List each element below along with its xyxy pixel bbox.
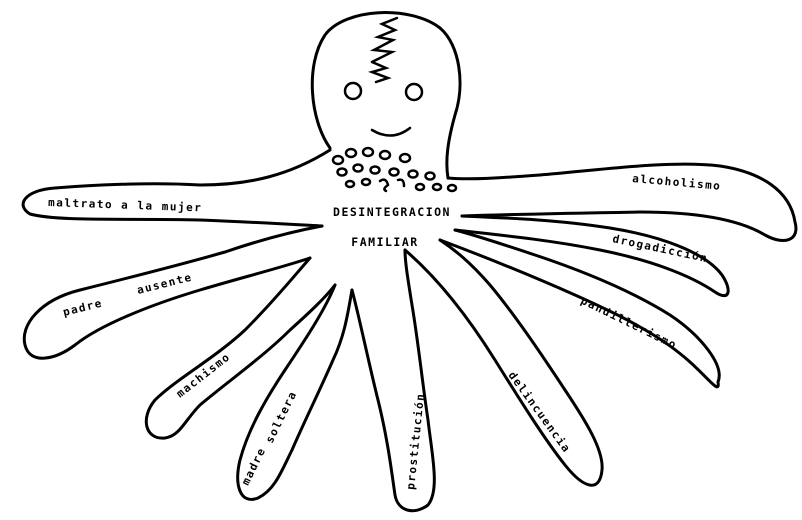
tentacle-padre-ausente <box>24 226 322 358</box>
label-padre: padre <box>62 296 105 318</box>
octopus-hair <box>372 18 397 82</box>
suction-cups <box>333 148 456 191</box>
tentacle-prostitucion <box>352 250 434 511</box>
label-delincuencia: delincuencia <box>506 369 574 456</box>
label-pandillerismo: pandillerismo <box>579 294 680 352</box>
label-machismo: machismo <box>174 350 233 400</box>
label-maltrato: maltrato a la mujer <box>48 196 203 214</box>
center-label-line1: DESINTEGRACION <box>333 205 451 219</box>
right-eye <box>406 84 422 100</box>
left-eye <box>345 83 361 99</box>
label-prostitucion: prostitución <box>404 392 427 490</box>
center-label-line2: FAMILIAR <box>351 235 418 249</box>
octopus-mouth <box>372 128 410 136</box>
label-alcoholismo: alcoholismo <box>632 172 722 193</box>
tentacle-maltrato <box>23 150 330 226</box>
label-drogadiccion: drogadicción <box>611 232 709 265</box>
